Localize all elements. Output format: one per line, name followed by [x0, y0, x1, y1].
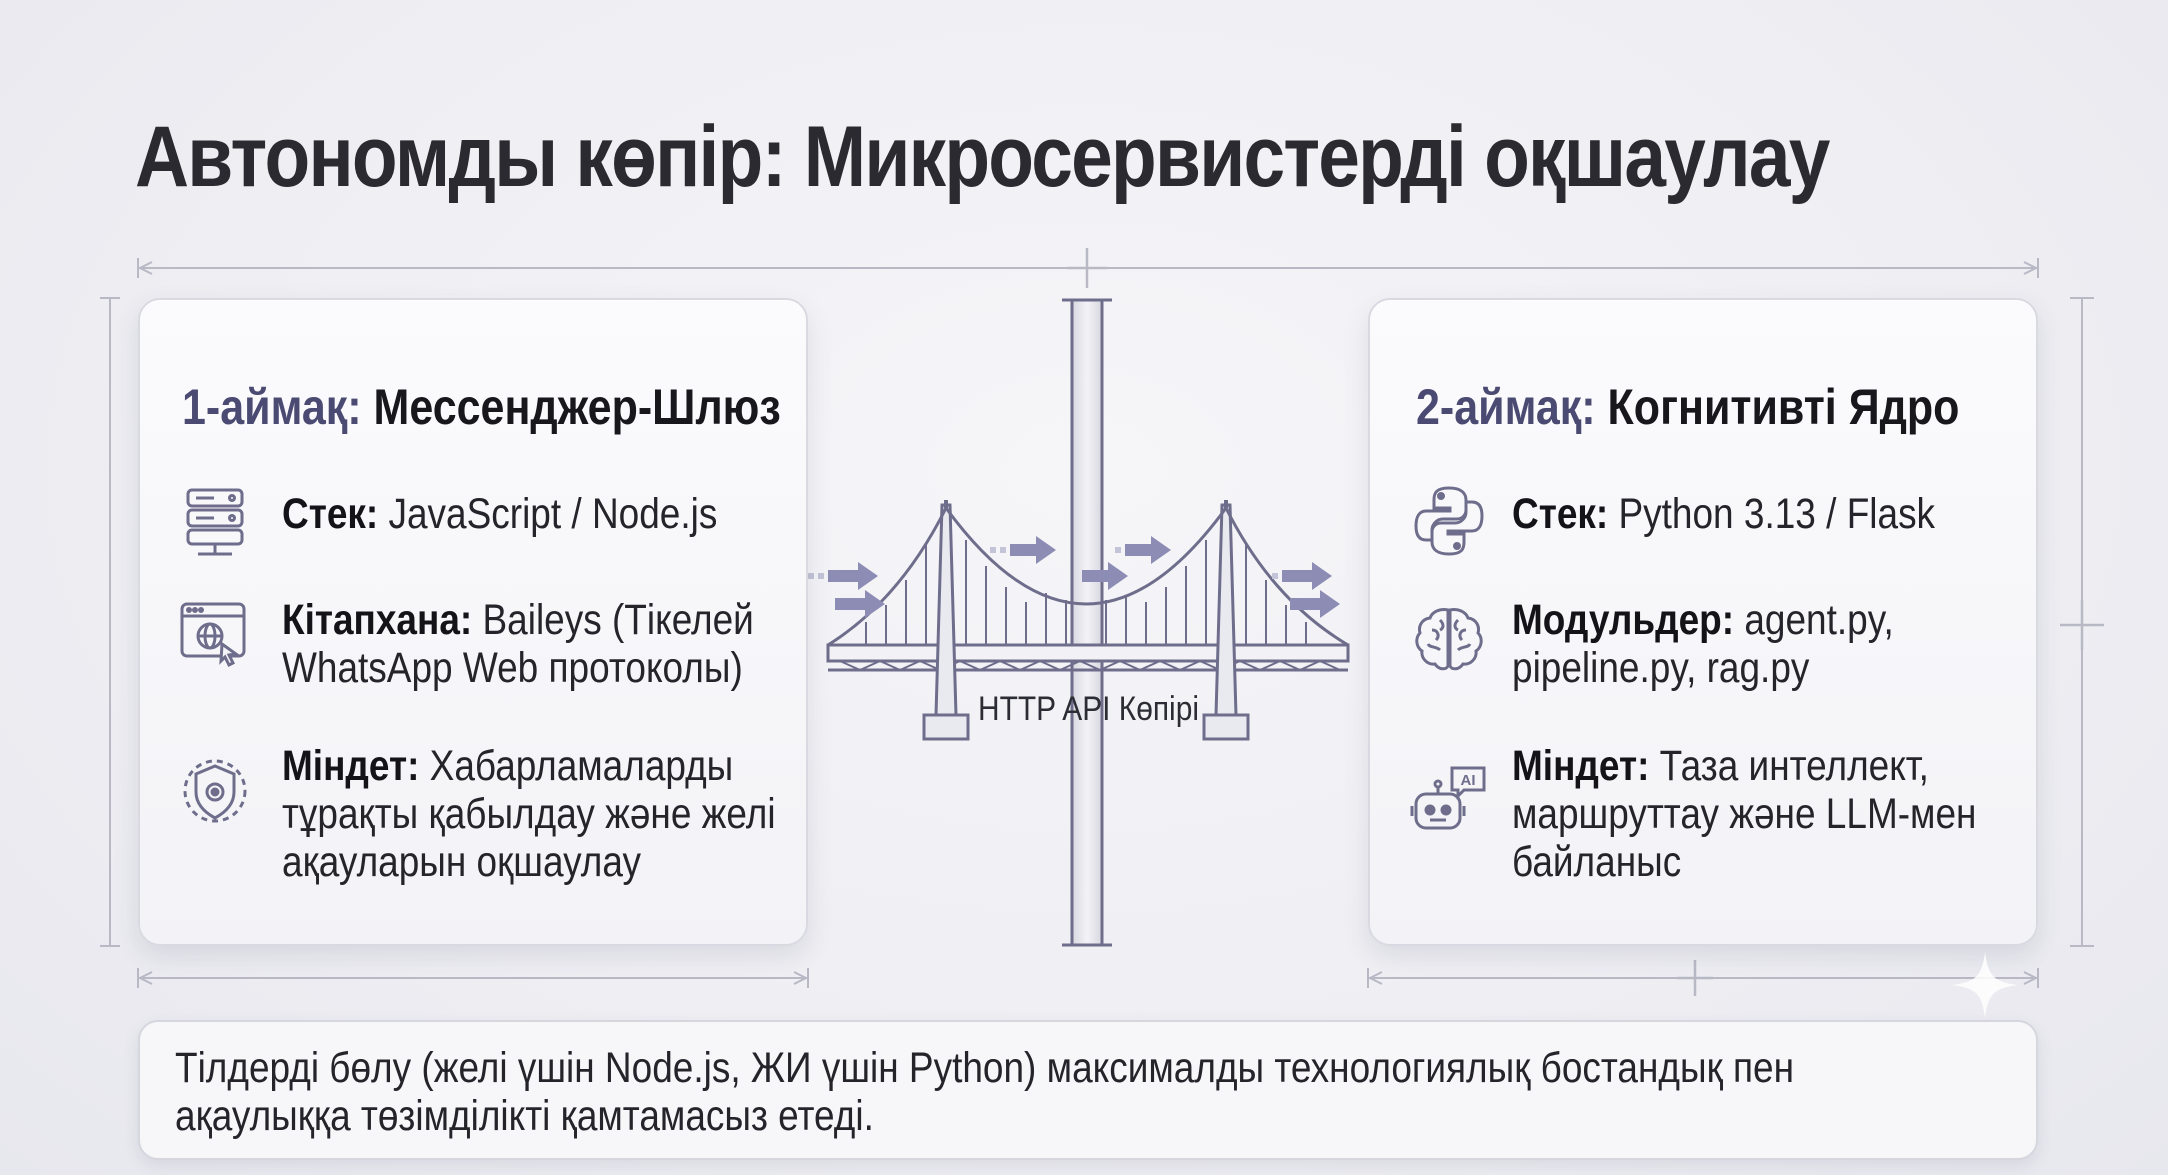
data-flow-arrows: [828, 536, 1340, 618]
stack-label: Стек:: [1512, 490, 1609, 538]
browser-globe-icon: [180, 602, 246, 668]
zone-1-name: Мессенджер-Шлюз: [373, 379, 781, 435]
zone-1-stack-text: Стек: JavaScript / Node.js: [282, 490, 789, 538]
task-label: Міндет:: [282, 742, 420, 790]
ai-badge-text: AI: [1461, 772, 1476, 789]
dimension-line-right: [2060, 297, 2104, 947]
zone-1-number: 1-аймақ:: [182, 379, 362, 435]
dimension-line-bottom-left: [137, 968, 809, 988]
shield-gear-icon: [183, 759, 247, 823]
python-icon: [1414, 486, 1484, 556]
server-icon: [186, 488, 244, 556]
isolation-wall: [1062, 298, 1112, 947]
task-label: Міндет:: [1512, 742, 1650, 790]
suspension-bridge-icon: [826, 500, 1350, 741]
zone-2-task-text: Міндет: Таза интеллект, маршруттау және …: [1512, 742, 2019, 886]
sparkle-icon: [1952, 952, 2018, 1018]
page-title: Автономды көпір: Микросервистерді оқшаул…: [135, 109, 1830, 205]
task-value: Таза интеллект, маршруттау және LLM-мен …: [1512, 742, 1977, 886]
zone-2-modules-text: Модульдер: agent.py, pipeline.py, rag.py: [1512, 596, 2019, 692]
dimension-line-left: [100, 297, 120, 947]
dimension-line-bottom-right: [1367, 960, 2039, 996]
zone-1-title: 1-аймақ: Мессенджер-Шлюз: [182, 378, 781, 436]
zone-2-name: Когнитивті Ядро: [1607, 379, 1960, 435]
summary-box: Тілдерді бөлу (желі үшін Node.js, ЖИ үші…: [138, 1020, 2038, 1160]
modules-value: agent.py, pipeline.py, rag.py: [1512, 596, 1894, 692]
task-value: Хабарламаларды тұрақты қабылдау және жел…: [282, 742, 776, 886]
library-label: Кітапхана:: [282, 596, 473, 644]
zone-2-title: 2-аймақ: Когнитивті Ядро: [1416, 378, 1959, 436]
zone-2-panel: 2-аймақ: Когнитивті Ядро Стек: Python 3.…: [1368, 298, 2038, 946]
stack-value: JavaScript / Node.js: [388, 490, 718, 538]
modules-label: Модульдер:: [1512, 596, 1735, 644]
bridge-label: HTTP API Көпірі: [978, 690, 1199, 728]
zone-1-library-text: Кітапхана: Baileys (Тікелей WhatsApp Web…: [282, 596, 789, 692]
zone-2-number: 2-аймақ:: [1416, 379, 1596, 435]
zone-1-panel: 1-аймақ: Мессенджер-Шлюз Стек: JavaScrip…: [138, 298, 808, 946]
zone-1-task-text: Міндет: Хабарламаларды тұрақты қабылдау …: [282, 742, 789, 886]
summary-text: Тілдерді бөлу (желі үшін Node.js, ЖИ үші…: [175, 1044, 1795, 1140]
dimension-line-top: [137, 248, 2039, 288]
stack-label: Стек:: [282, 490, 379, 538]
library-value: Baileys (Тікелей WhatsApp Web протоколы): [282, 596, 754, 692]
brain-icon: [1415, 608, 1483, 671]
stack-value: Python 3.13 / Flask: [1618, 490, 1936, 538]
ai-robot-icon: AI: [1410, 766, 1486, 830]
zone-2-stack-text: Стек: Python 3.13 / Flask: [1512, 490, 2019, 538]
